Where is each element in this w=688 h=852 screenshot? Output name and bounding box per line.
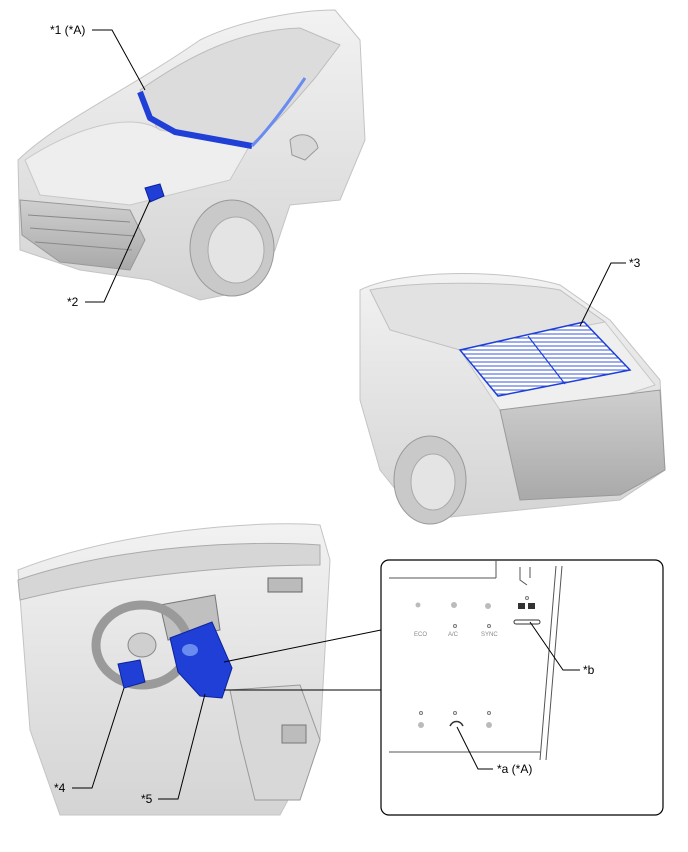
callout-b-defogger-switch: *b <box>583 663 595 677</box>
sync-button-label: SYNC <box>481 632 498 638</box>
front-car-view <box>17 9 366 303</box>
callout-2: *2 <box>67 295 79 309</box>
eco-button-label: ECO <box>414 632 427 638</box>
interior-view <box>17 523 382 816</box>
callout-4: *4 <box>54 781 66 795</box>
ac-button-label: A/C <box>448 632 459 638</box>
rear-car-view <box>359 262 666 525</box>
callout-3-rear-defogger: *3 <box>629 256 641 270</box>
callout-1-washer-nozzle: *1 (*A) <box>50 23 86 37</box>
inset-control-panel: ECO A/C SYNC <box>380 559 664 816</box>
callout-5: *5 <box>141 792 153 806</box>
callout-a-switch: *a (*A) <box>497 762 533 776</box>
